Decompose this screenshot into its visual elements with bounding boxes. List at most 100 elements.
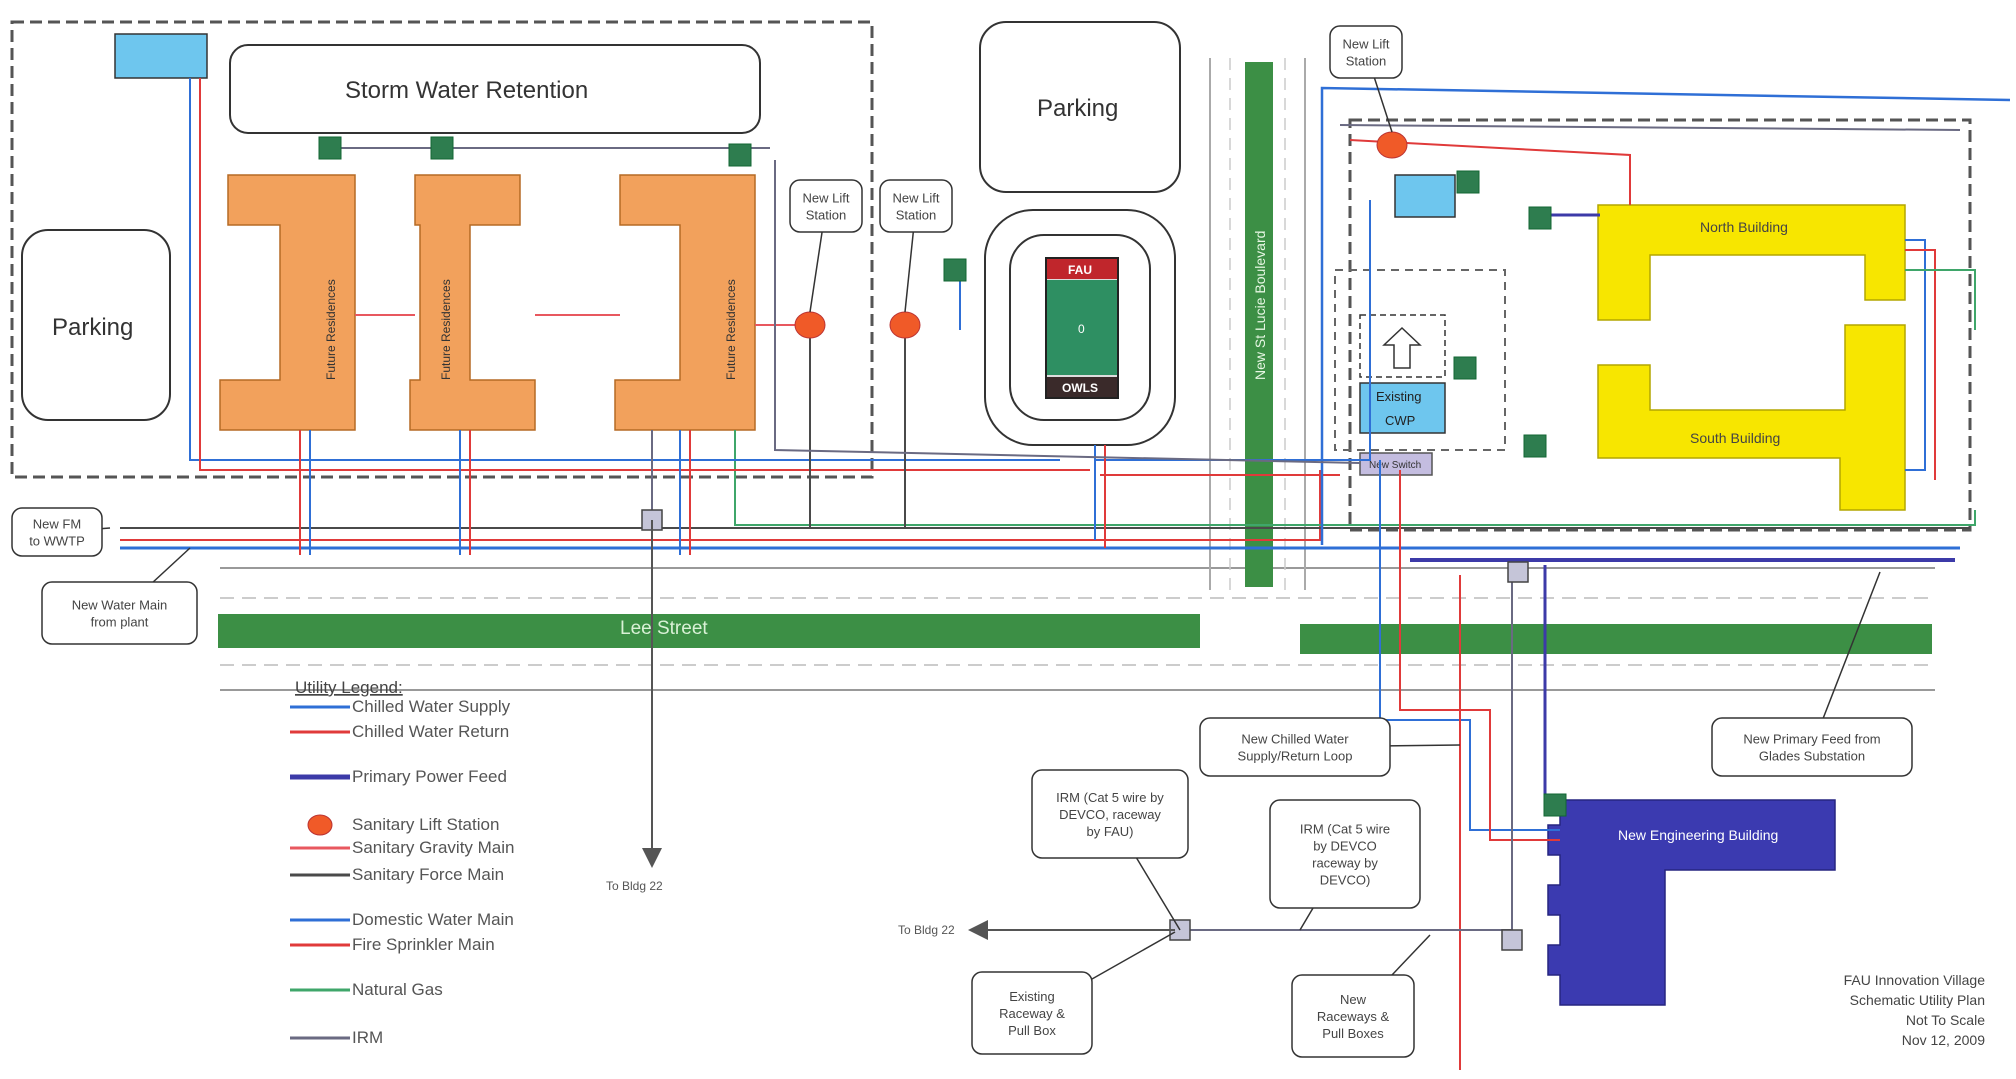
junction-box-9 xyxy=(1543,793,1567,817)
callout-box xyxy=(789,179,863,233)
cwp-top-box xyxy=(1394,174,1456,218)
junction-box-7 xyxy=(1453,356,1477,380)
junction-box-2 xyxy=(430,136,454,160)
callout-box xyxy=(1269,799,1421,909)
stadium-fau: FAU xyxy=(1068,263,1092,277)
parking-top xyxy=(979,21,1181,193)
parking-left-label: Parking xyxy=(52,314,133,341)
storm-water-label: Storm Water Retention xyxy=(345,77,588,104)
stadium-center: 0 xyxy=(1078,322,1085,336)
chilled-loop-right xyxy=(1905,239,1926,471)
cwp-label-1: Existing xyxy=(1376,389,1422,404)
engineering-building-label: New Engineering Building xyxy=(1618,827,1778,843)
junction-box-1 xyxy=(318,136,342,160)
callout-box xyxy=(11,507,103,557)
lift-station-3 xyxy=(1376,131,1408,159)
chilled-loop-eng-return xyxy=(1399,470,1560,841)
natural-gas-main xyxy=(734,430,1976,526)
callout-box xyxy=(1329,25,1403,79)
cwp-label-2: CWP xyxy=(1385,413,1415,428)
res-chilled-2 xyxy=(199,78,1090,471)
cwp-box xyxy=(1359,382,1446,434)
cwp-arrow-icon xyxy=(1382,326,1422,369)
to-bldg-label-1: To Bldg 22 xyxy=(606,879,663,893)
legend-title: Utility Legend: xyxy=(295,678,403,697)
legend-item-9: Natural Gas xyxy=(290,980,443,999)
callout-box xyxy=(971,971,1093,1055)
site-boundary-left xyxy=(10,20,874,479)
legend-label: Sanitary Gravity Main xyxy=(352,838,515,857)
junction-box-6 xyxy=(1528,206,1552,230)
stadium-turf xyxy=(1047,280,1117,375)
callout-box xyxy=(41,581,198,645)
callout-box xyxy=(1711,717,1913,777)
legend-label: Sanitary Force Main xyxy=(352,865,504,884)
cwp-boundary xyxy=(1334,269,1506,451)
north-building-label: North Building xyxy=(1700,219,1788,235)
callout-box xyxy=(879,179,953,233)
residence-2-label: Future Residences xyxy=(439,279,453,380)
st-lucie-label: New St Lucie Boulevard xyxy=(1252,231,1268,380)
fire-sprinkler-main xyxy=(120,470,1321,541)
title-line-4: Nov 12, 2009 xyxy=(1902,1032,1985,1048)
legend-label: Fire Sprinkler Main xyxy=(352,935,495,954)
domestic-water-top xyxy=(1320,86,2011,545)
legend-item-3: Primary Power Feed xyxy=(290,767,507,786)
residence-3 xyxy=(614,174,756,431)
stadium-endzone-top xyxy=(1047,259,1117,279)
residence-1 xyxy=(219,174,356,431)
junction-box-5 xyxy=(1456,170,1480,194)
pull-box-2 xyxy=(1507,561,1529,583)
legend-item-2: Chilled Water Return xyxy=(290,722,509,741)
stadium-irm xyxy=(774,160,1361,464)
new-switch-label: New Switch xyxy=(1369,460,1421,471)
junction-box-4 xyxy=(943,258,967,282)
pull-box-4 xyxy=(1501,929,1523,951)
lee-street-median-left xyxy=(218,614,1200,648)
legend-label: Natural Gas xyxy=(352,980,443,999)
lee-street-median-right xyxy=(1300,624,1932,654)
utility-lines xyxy=(120,78,2011,1070)
south-building-label: South Building xyxy=(1690,430,1780,446)
st-lucie-boulevard: New St Lucie Boulevard xyxy=(1209,58,1306,590)
callout-box xyxy=(1199,717,1391,777)
legend-item-8: Fire Sprinkler Main xyxy=(290,935,495,954)
lee-street: Lee Street xyxy=(218,567,1935,691)
legend-label: Sanitary Lift Station xyxy=(352,815,499,834)
storm-water-retention xyxy=(229,44,761,134)
legend-label: Domestic Water Main xyxy=(352,910,514,929)
callout-box xyxy=(1291,974,1415,1058)
legend-label: IRM xyxy=(352,1028,383,1047)
gas-right xyxy=(1905,269,1976,330)
legend-label: Chilled Water Supply xyxy=(352,697,511,716)
legend-label: Chilled Water Return xyxy=(352,722,509,741)
res-chilled-1 xyxy=(189,78,1060,461)
legend-item-4: Sanitary Lift Station xyxy=(307,814,499,836)
irm-top xyxy=(1339,124,1961,131)
residence-1-label: Future Residences xyxy=(324,279,338,380)
junction-box-8 xyxy=(1523,434,1547,458)
engineering-building xyxy=(1547,799,1836,1006)
legend-item-6: Sanitary Force Main xyxy=(290,865,504,884)
